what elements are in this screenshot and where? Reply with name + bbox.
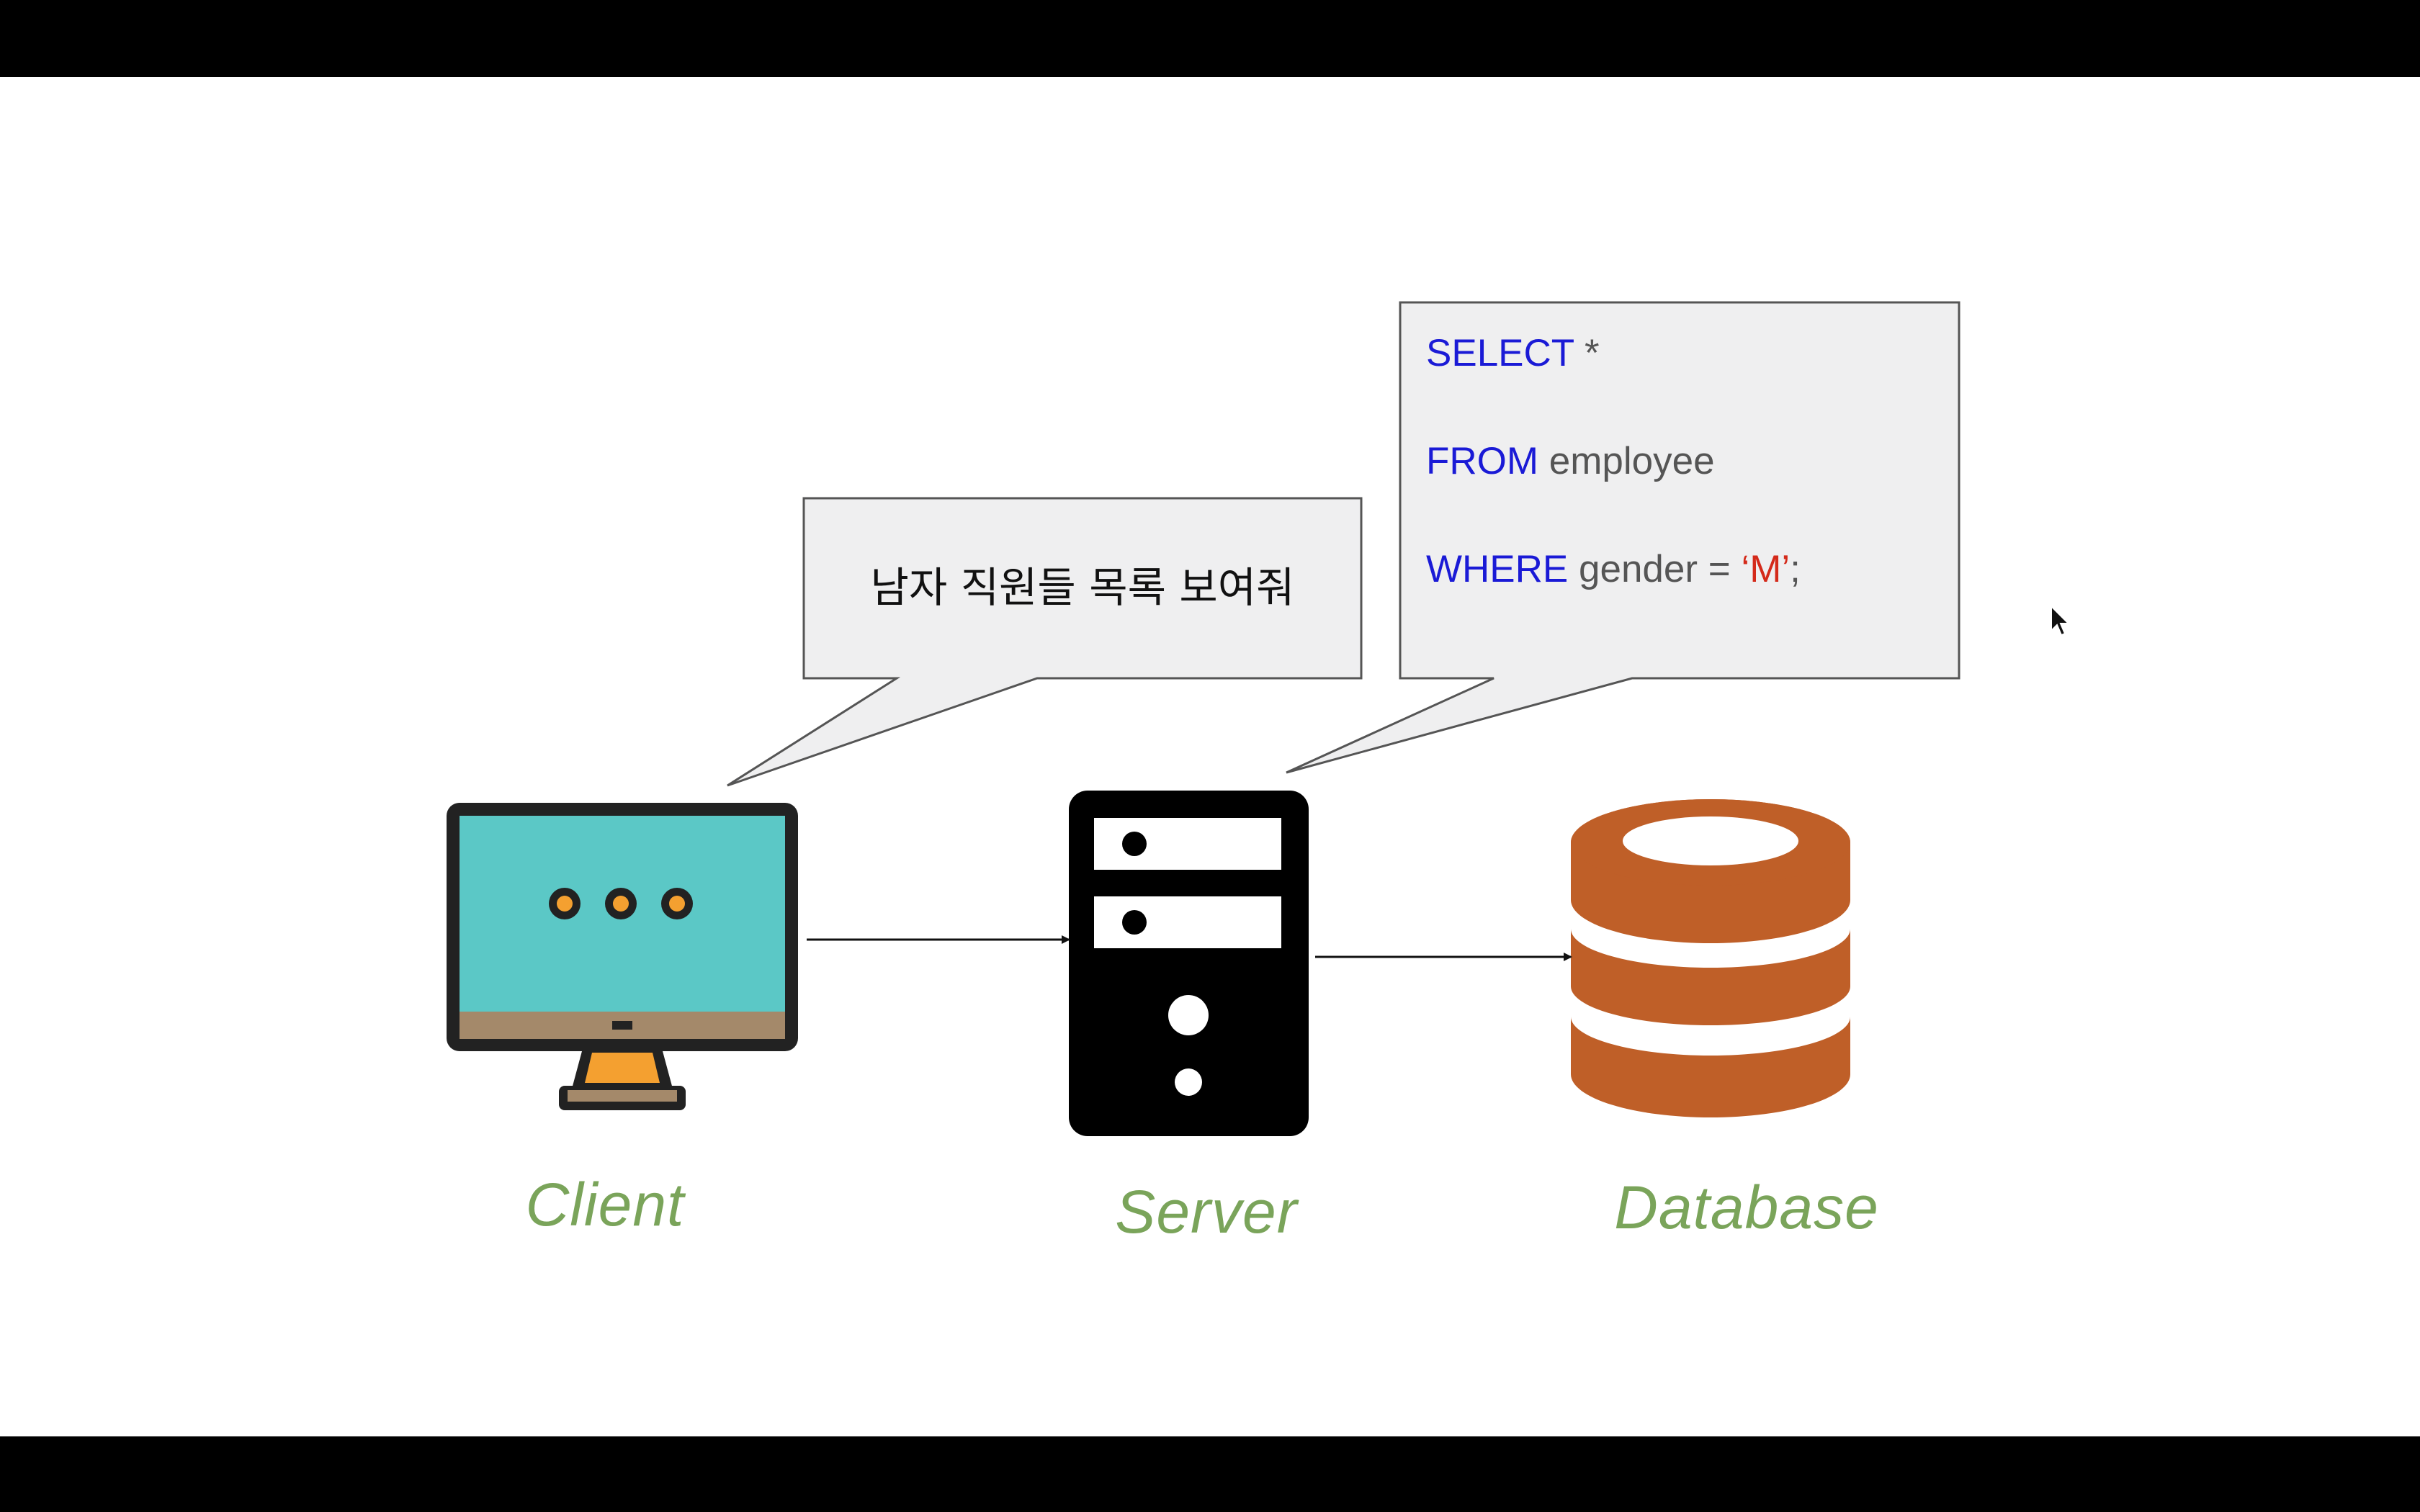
database-label: Database <box>1614 1174 1879 1241</box>
client-speech-bubble: 남자 직원들 목록 보여줘 <box>727 497 1363 787</box>
database-cylinder-icon <box>1571 799 1850 1117</box>
mouse-pointer-icon <box>2051 604 2071 636</box>
sql-line-from: FROM employee <box>1426 440 1715 482</box>
slide-canvas <box>0 77 2420 1436</box>
desktop-monitor-icon <box>447 803 798 1110</box>
letterbox-bottom <box>0 1436 2420 1512</box>
client-request-text: 남자 직원들 목록 보여줘 <box>871 563 1295 612</box>
server-query-bubble: SELECT * FROM employee WHERE gender = ‘M… <box>1286 301 1960 774</box>
sql-line-where: WHERE gender = ‘M’; <box>1426 548 1801 590</box>
sql-line-select: SELECT * <box>1426 332 1600 374</box>
letterbox-top <box>0 0 2420 77</box>
server-label: Server <box>1115 1178 1299 1246</box>
server-tower-icon <box>1069 791 1309 1136</box>
client-label: Client <box>526 1171 686 1238</box>
